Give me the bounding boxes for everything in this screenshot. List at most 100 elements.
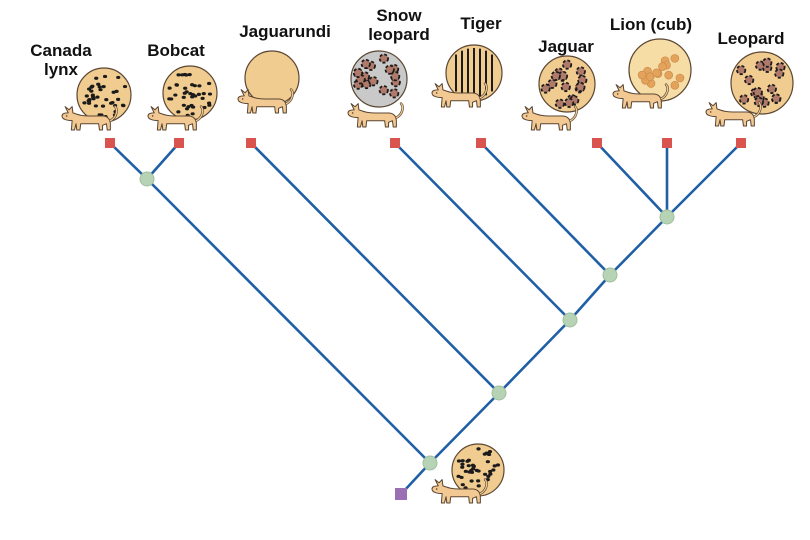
figure-canada-lynx bbox=[61, 67, 132, 131]
figure-jaguar bbox=[521, 55, 596, 131]
canada-lynx-spot bbox=[97, 85, 102, 89]
common-ancestor-spot bbox=[492, 464, 497, 468]
bobcat-spot bbox=[196, 92, 202, 96]
node-snowGroup bbox=[491, 385, 507, 401]
figure-common-ancestor bbox=[431, 443, 505, 504]
bobcat-spot bbox=[181, 95, 186, 99]
snow-leopard-rosette bbox=[368, 76, 379, 87]
common-ancestor-spot bbox=[482, 452, 487, 456]
bobcat-spot bbox=[190, 83, 195, 87]
common-ancestor-spot bbox=[491, 468, 496, 472]
bobcat-spot bbox=[167, 86, 172, 90]
branch-panthera-core bbox=[608, 215, 669, 277]
canada-lynx-body bbox=[61, 106, 111, 131]
root-marker bbox=[395, 488, 407, 500]
canada-lynx-spot bbox=[116, 75, 121, 80]
bobcat-spot bbox=[201, 92, 206, 96]
bobcat-coat-pattern bbox=[167, 72, 213, 117]
branch-snow-leopard-clade bbox=[497, 318, 572, 395]
canada-lynx-spot bbox=[122, 84, 128, 89]
leopard-rosette bbox=[762, 57, 773, 68]
jaguarundi-tail-fill bbox=[285, 88, 294, 105]
lion-cub-spot bbox=[670, 54, 680, 63]
jaguar-coat-pattern bbox=[540, 59, 588, 109]
tip-marker-tiger bbox=[476, 138, 486, 148]
canada-lynx-spot bbox=[101, 85, 106, 89]
lion-cub-spot bbox=[664, 70, 673, 80]
branch-jaguar bbox=[595, 141, 669, 219]
lion-cub-spot bbox=[645, 72, 655, 81]
lion-cub-body bbox=[612, 84, 662, 109]
label-tiger: Tiger bbox=[460, 14, 502, 33]
canada-lynx-spot bbox=[109, 101, 114, 105]
leopard-tail-fill bbox=[753, 101, 762, 118]
jaguar-rosette bbox=[554, 98, 565, 109]
jaguarundi-silhouette bbox=[237, 88, 294, 114]
canada-lynx-spot bbox=[90, 84, 95, 88]
bobcat-spot bbox=[189, 103, 194, 108]
canada-lynx-spot bbox=[102, 74, 108, 79]
bobcat-spot bbox=[174, 83, 179, 87]
branch-jaguarundi bbox=[249, 141, 501, 395]
canada-lynx-spot bbox=[96, 82, 101, 86]
snow-leopard-rosette bbox=[360, 58, 371, 70]
snow-leopard-rosette bbox=[384, 64, 395, 75]
bobcat-eye bbox=[151, 115, 154, 117]
figure-snow-leopard bbox=[347, 50, 408, 128]
common-ancestor-spot bbox=[488, 469, 493, 474]
leopard-rosette bbox=[771, 93, 782, 104]
branch-leopard bbox=[665, 141, 743, 219]
figure-bobcat bbox=[147, 65, 218, 131]
canada-lynx-spot bbox=[82, 101, 87, 105]
tip-marker-leopard bbox=[736, 138, 746, 148]
node-lion3 bbox=[659, 209, 675, 225]
tiger-eye bbox=[435, 92, 438, 94]
figure-lion-cub bbox=[612, 38, 692, 109]
bobcat-silhouette bbox=[147, 105, 204, 131]
label-bobcat: Bobcat bbox=[147, 41, 205, 60]
common-ancestor-body bbox=[431, 479, 481, 504]
common-ancestor-spot bbox=[456, 459, 462, 463]
jaguarundi-eye bbox=[241, 98, 244, 100]
branch-bobcat bbox=[145, 141, 181, 181]
common-ancestor-spot bbox=[485, 460, 490, 464]
figure-jaguarundi bbox=[237, 50, 300, 114]
jaguar-rosette bbox=[547, 78, 558, 89]
leopard-coat-pattern bbox=[736, 57, 786, 108]
jaguar-eye bbox=[525, 115, 528, 117]
canada-lynx-tail-fill bbox=[109, 105, 118, 122]
common-ancestor-eye bbox=[435, 488, 438, 490]
snow-leopard-silhouette bbox=[347, 102, 404, 128]
canada-lynx-spot bbox=[93, 104, 98, 108]
lion-cub-eye bbox=[616, 93, 619, 95]
common-ancestor-spot bbox=[476, 484, 481, 488]
label-snow-leopard: Snow leopard bbox=[368, 6, 430, 44]
canada-lynx-spot bbox=[114, 89, 119, 93]
common-ancestor-spot bbox=[482, 472, 488, 476]
jaguar-tail-fill bbox=[569, 105, 578, 122]
tiger-silhouette bbox=[431, 82, 488, 108]
figure-tiger bbox=[431, 44, 503, 108]
common-ancestor-spot bbox=[495, 463, 501, 467]
bobcat-spot bbox=[188, 91, 193, 96]
leopard-rosette bbox=[744, 74, 755, 86]
bobcat-tail-fill bbox=[195, 105, 204, 122]
common-ancestor-spot bbox=[486, 452, 492, 457]
leopard-eye bbox=[709, 111, 712, 113]
tip-marker-jaguar bbox=[592, 138, 602, 148]
snow-leopard-rosette bbox=[352, 67, 364, 78]
tip-marker-lion-cub bbox=[662, 138, 672, 148]
lion-cub-tail-fill bbox=[660, 83, 669, 100]
snow-leopard-body bbox=[347, 103, 397, 128]
lion-cub-silhouette bbox=[612, 83, 669, 109]
tip-marker-snow-leopard bbox=[390, 138, 400, 148]
canada-lynx-silhouette bbox=[61, 105, 118, 131]
canada-lynx-spot bbox=[116, 97, 121, 101]
label-leopard: Leopard bbox=[717, 29, 785, 48]
bobcat-spot bbox=[200, 96, 205, 100]
lion-cub-spot bbox=[637, 70, 647, 80]
leopard-rosette bbox=[752, 86, 763, 98]
jaguar-rosette bbox=[575, 66, 586, 77]
leopard-rosette bbox=[736, 64, 747, 76]
